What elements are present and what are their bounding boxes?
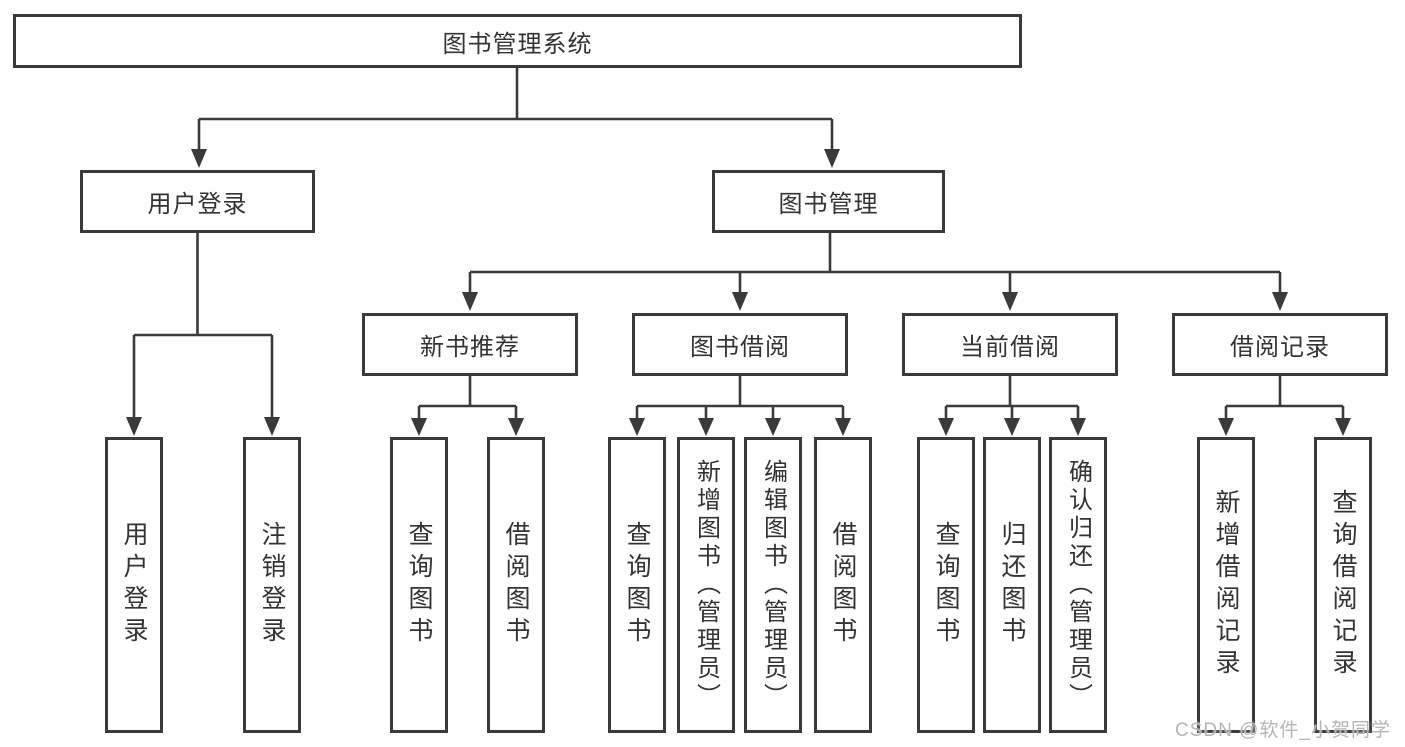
leaf-query-book-3-label: 查询图书 <box>932 521 960 649</box>
leaf-add-borrow-record-label: 新增借阅记录 <box>1212 489 1240 681</box>
node-book-management: 图书管理 <box>712 170 945 233</box>
leaf-logout-label: 注销登录 <box>258 521 286 649</box>
leaf-add-borrow-record: 新增借阅记录 <box>1197 437 1255 733</box>
leaf-borrow-book-2-label: 借阅图书 <box>829 521 857 649</box>
leaf-edit-book-admin-label: 编辑图书（管理员） <box>759 459 787 711</box>
leaf-logout: 注销登录 <box>243 437 301 733</box>
leaf-return-book-label: 归还图书 <box>998 521 1026 649</box>
leaf-return-book: 归还图书 <box>983 437 1041 733</box>
node-root-label: 图书管理系统 <box>442 30 593 58</box>
node-book-borrow: 图书借阅 <box>632 313 848 376</box>
node-root: 图书管理系统 <box>13 14 1022 68</box>
leaf-user-login-label: 用户登录 <box>120 521 148 649</box>
leaf-query-book-2: 查询图书 <box>608 437 666 733</box>
node-book-management-label: 图书管理 <box>778 191 879 218</box>
node-current-borrow-label: 当前借阅 <box>960 334 1060 361</box>
leaf-add-book-admin: 新增图书（管理员） <box>677 437 735 733</box>
node-current-borrow: 当前借阅 <box>902 313 1118 376</box>
leaf-confirm-return-admin-label: 确认归还（管理员） <box>1064 459 1092 711</box>
node-borrow-records-label: 借阅记录 <box>1230 334 1330 361</box>
leaf-add-book-admin-label: 新增图书（管理员） <box>692 459 720 711</box>
leaf-query-book-2-label: 查询图书 <box>623 521 651 649</box>
node-book-borrow-label: 图书借阅 <box>690 334 790 361</box>
leaf-borrow-book-2: 借阅图书 <box>814 437 872 733</box>
leaf-query-book-3: 查询图书 <box>917 437 975 733</box>
leaf-query-borrow-record: 查询借阅记录 <box>1314 437 1372 733</box>
leaf-query-borrow-record-label: 查询借阅记录 <box>1329 489 1357 681</box>
leaf-query-book-1: 查询图书 <box>390 437 448 733</box>
leaf-borrow-book-1-label: 借阅图书 <box>502 521 530 649</box>
node-borrow-records: 借阅记录 <box>1172 313 1388 376</box>
leaf-edit-book-admin: 编辑图书（管理员） <box>744 437 802 733</box>
node-user-login-label: 用户登录 <box>147 191 248 218</box>
node-new-book-recommend: 新书推荐 <box>362 313 578 376</box>
leaf-user-login: 用户登录 <box>105 437 163 733</box>
leaf-query-book-1-label: 查询图书 <box>405 521 433 649</box>
node-new-book-recommend-label: 新书推荐 <box>420 334 520 361</box>
leaf-confirm-return-admin: 确认归还（管理员） <box>1049 437 1107 733</box>
node-user-login: 用户登录 <box>80 170 315 233</box>
leaf-borrow-book-1: 借阅图书 <box>487 437 545 733</box>
